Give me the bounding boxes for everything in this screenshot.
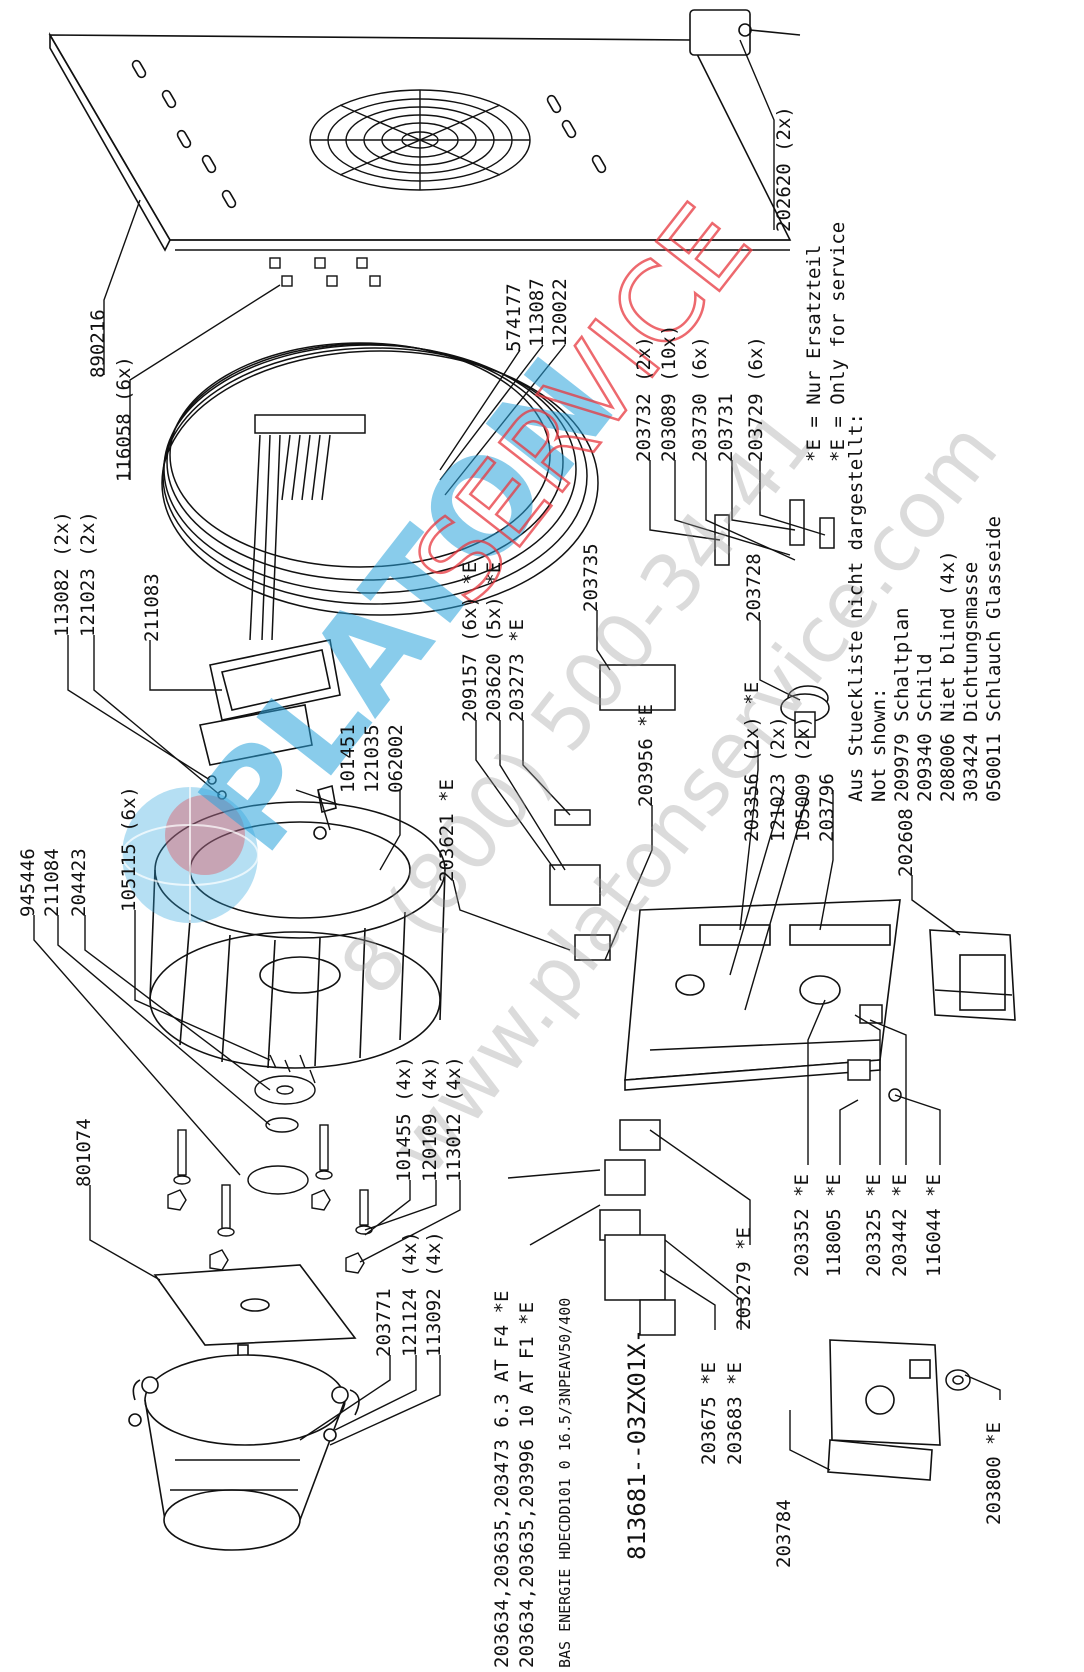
legend: *E = Nur Ersatzteil *E = Only for servic…: [803, 222, 849, 462]
connector-blocks: [549, 499, 902, 1336]
callout-203732: 203732 (2x): [633, 336, 655, 462]
callout-203325: 203325 *E: [863, 1174, 885, 1277]
callout-101455: 101455 (4x): [393, 1056, 415, 1182]
callout-203956: 203956 *E: [635, 704, 657, 807]
callout-203279: 203279 *E: [733, 1227, 755, 1330]
callout-203800: 203800 *E: [983, 1422, 1005, 1525]
callout-203442: 203442 *E: [889, 1174, 911, 1277]
callout-574177: 574177: [503, 283, 525, 352]
heating-element: [161, 342, 599, 641]
callout-203796: 203796: [816, 773, 838, 842]
callout-fuse-f1: 203634,203635,203996 10 AT F1 *E: [516, 1302, 538, 1668]
callout-labels: 890216 202620 (2x) 116058 (6x) 574177 11…: [17, 106, 1005, 1668]
callout-203273: 203273 *E: [506, 619, 528, 722]
callout-203356: 203356 (2x) *E: [741, 682, 763, 842]
not-shown-item: 303424 Dichtungsmasse: [960, 562, 982, 802]
cable-gland-203728: [780, 685, 830, 738]
callout-945446: 945446: [17, 848, 39, 917]
callout-203621: 203621 *E: [436, 779, 458, 882]
callout-203089: 203089 (10x): [658, 325, 680, 462]
not-shown-item: 050011 Schlauch Glasseide: [983, 516, 1005, 802]
callout-203683: 203683 *E: [724, 1362, 746, 1465]
callout-113087: 113087: [526, 278, 548, 347]
not-shown-item: 208006 Niet blind (4x): [937, 550, 959, 802]
cover-plate: [48, 32, 792, 252]
callout-203730: 203730 (6x): [689, 336, 711, 462]
callout-813681: 813681--03ZX01X-: [623, 1329, 651, 1560]
hub-parts: [167, 1054, 373, 1274]
callout-120109: 120109 (4x): [419, 1056, 441, 1182]
motor: [128, 1344, 360, 1551]
callout-203731: 203731: [715, 393, 737, 462]
callout-209157: 209157 (6x) *E: [459, 562, 481, 722]
not-shown-item: 209979 Schaltplan: [891, 608, 913, 802]
control-board: [827, 1339, 941, 1481]
callout-203771: 203771: [373, 1288, 395, 1357]
callout-203729: 203729 (6x): [745, 336, 767, 462]
callout-203784: 203784: [773, 1499, 795, 1568]
not-shown-list: Aus Stueckliste nicht dargestellt: Not s…: [845, 413, 1005, 802]
callout-203675: 203675 *E: [698, 1362, 720, 1465]
callout-116044: 116044 *E: [923, 1174, 945, 1277]
callout-121035: 121035: [361, 724, 383, 793]
nuts-116058: [269, 257, 381, 287]
cable-gland-202620: [689, 9, 801, 56]
electrical-housing: [624, 899, 901, 1091]
callout-203735: 203735: [580, 543, 602, 612]
callout-890216: 890216: [87, 309, 109, 378]
callout-113092: 113092 (4x): [423, 1231, 445, 1357]
callout-121023-b: 121023 (2x): [767, 716, 789, 842]
leader-lines: [33, 39, 1001, 1471]
callout-105009: 105009 (2x): [792, 716, 814, 842]
callout-116058: 116058 (6x): [113, 356, 135, 482]
not-shown-item: 209340 Schild: [914, 653, 936, 802]
callout-202608: 202608: [895, 808, 917, 877]
callout-062002: 062002: [385, 724, 407, 793]
callout-203620: 203620 (5x) *E: [483, 562, 505, 722]
bushing: [945, 1369, 971, 1391]
callout-121124: 121124 (4x): [399, 1231, 421, 1357]
callout-211083: 211083: [141, 573, 163, 642]
not-shown-title-de: Aus Stueckliste nicht dargestellt:: [845, 413, 867, 802]
not-shown-title-en: Not shown:: [868, 688, 890, 802]
callout-118005: 118005 *E: [823, 1174, 845, 1277]
callout-113012: 113012 (4x): [443, 1056, 465, 1182]
callout-203728: 203728: [743, 553, 765, 622]
callout-fuse-f4: 203634,203635,203473 6.3 AT F4 *E: [491, 1291, 513, 1669]
callout-211084: 211084: [41, 848, 63, 917]
callout-204423: 204423: [68, 848, 90, 917]
flange-gasket: [199, 639, 341, 840]
callout-120022: 120022: [549, 278, 571, 347]
callout-121023-a: 121023 (2x): [77, 511, 99, 637]
legend-line-en: *E = Only for service: [827, 222, 849, 462]
callout-203352: 203352 *E: [791, 1174, 813, 1277]
callout-101451: 101451: [337, 724, 359, 793]
callout-bas-energie: BAS ENERGIE HDECDD101 0 16.5/3NPEAV50/40…: [556, 1298, 574, 1668]
globe-logo: [121, 787, 259, 923]
fan-guard: [309, 89, 531, 191]
mounting-plate: [153, 1264, 357, 1346]
transformer: [929, 929, 1016, 1021]
callout-202620: 202620 (2x): [773, 106, 795, 232]
legend-line-de: *E = Nur Ersatzteil: [803, 245, 825, 462]
callout-801074: 801074: [73, 1118, 95, 1187]
callout-105115: 105115 (6x): [118, 786, 140, 912]
callout-113082: 113082 (2x): [51, 511, 73, 637]
